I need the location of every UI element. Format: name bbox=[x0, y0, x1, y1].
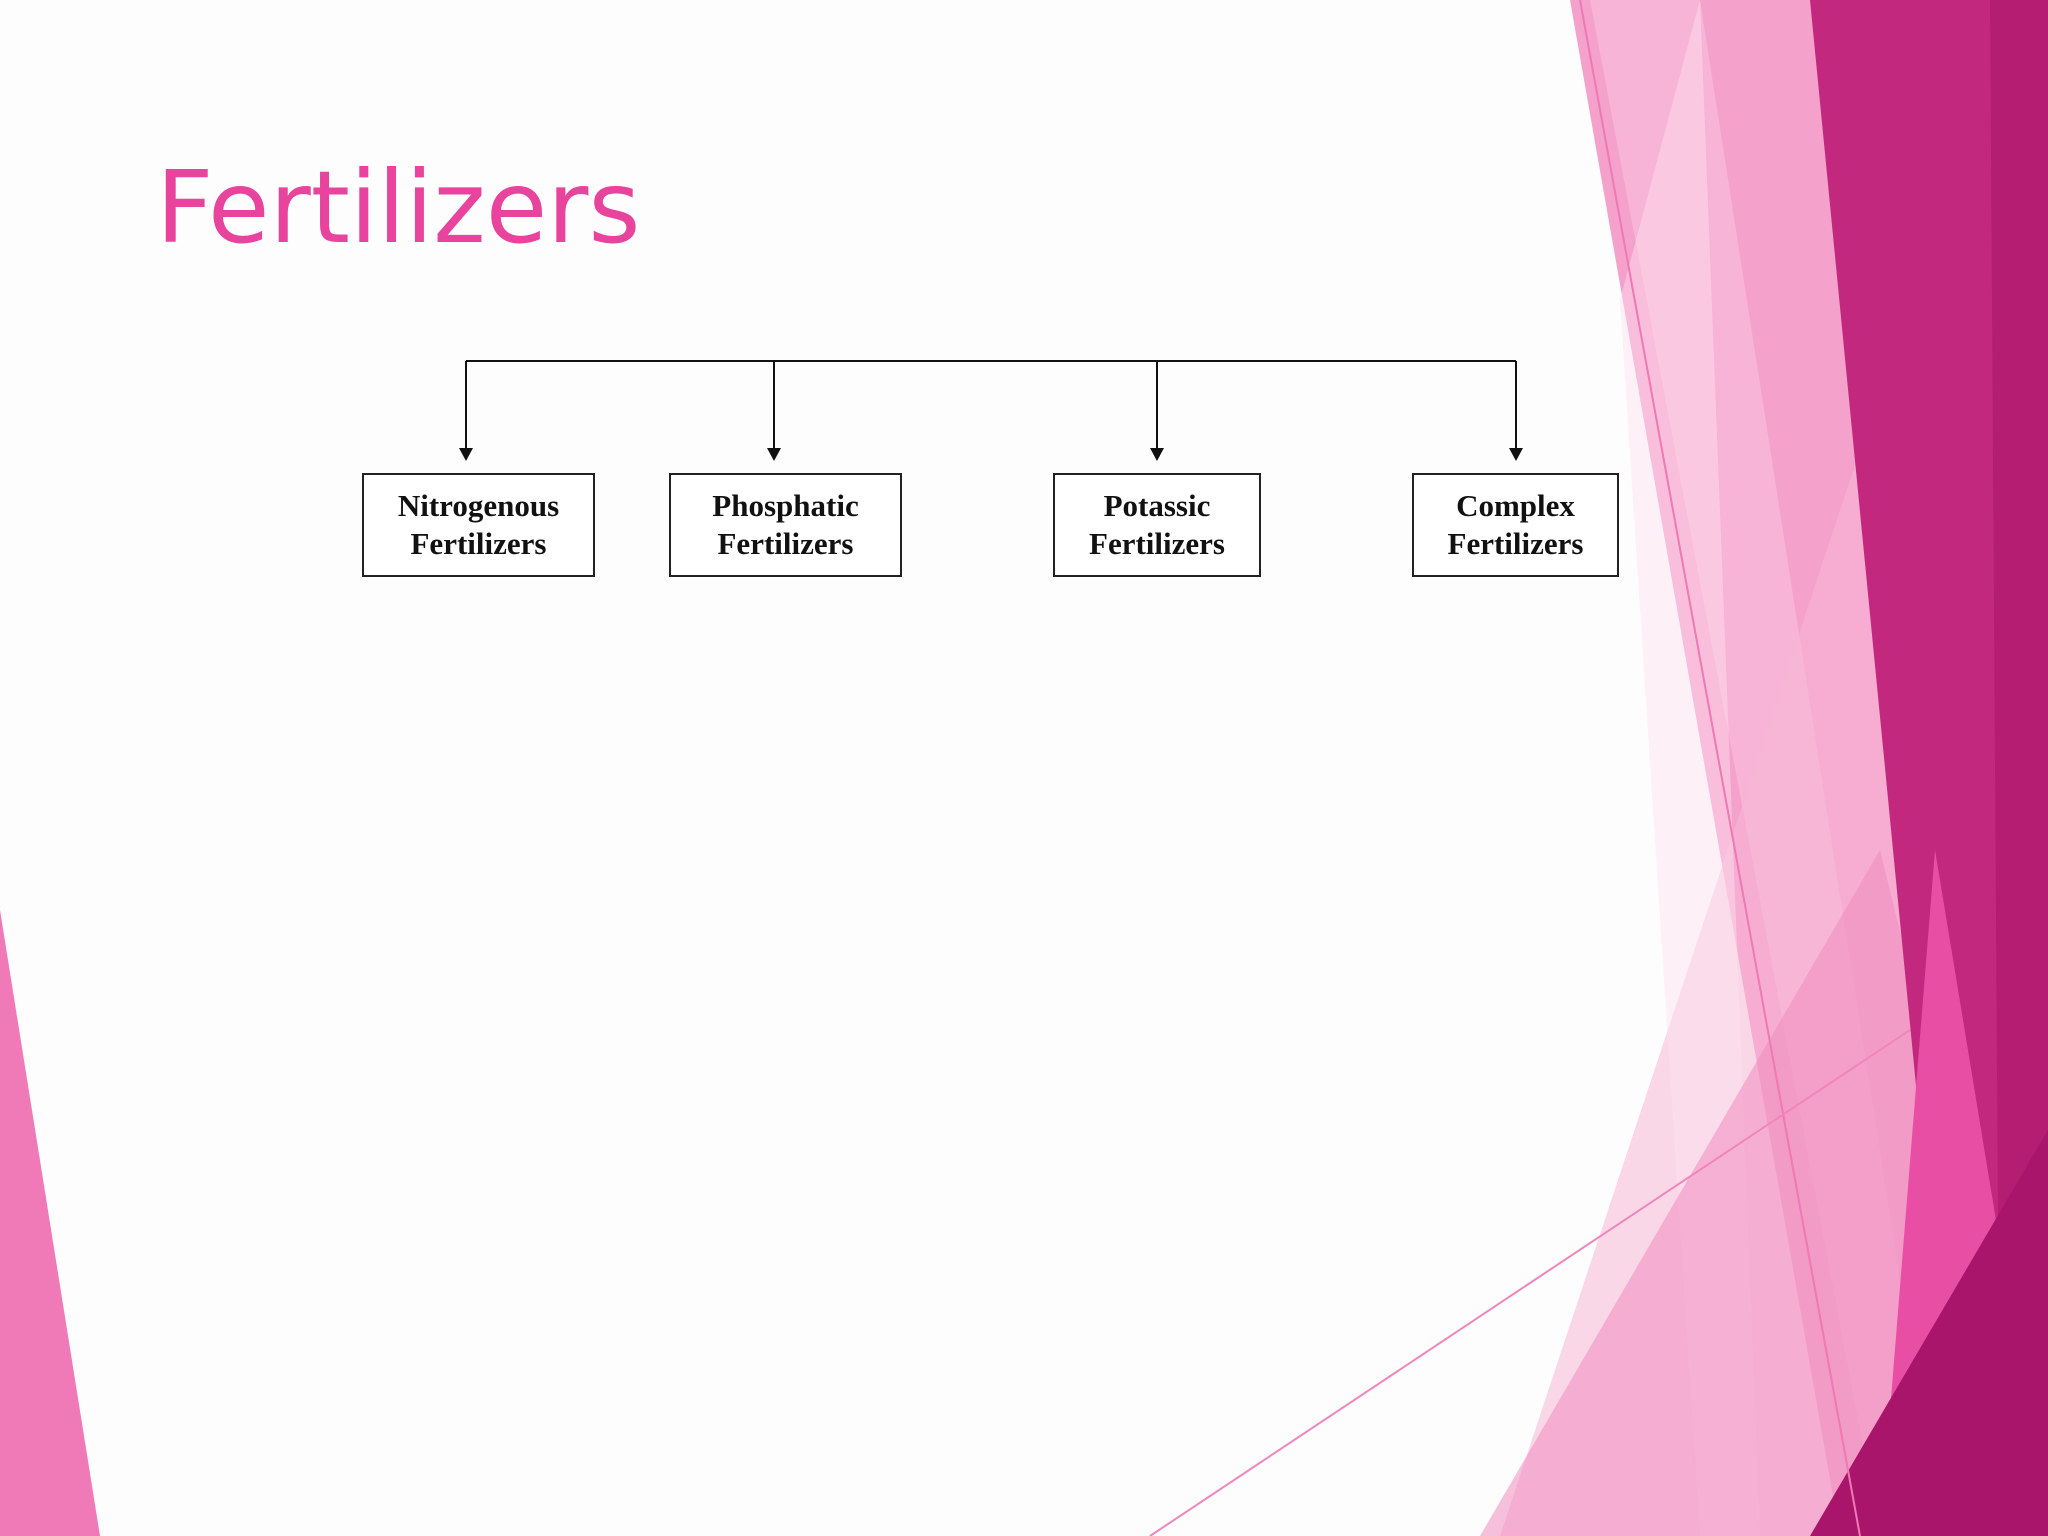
node-label-line1: Complex bbox=[1448, 487, 1584, 525]
node-potassic: Potassic Fertilizers bbox=[1053, 473, 1261, 577]
node-label-line2: Fertilizers bbox=[1448, 525, 1584, 563]
node-label-line1: Potassic bbox=[1089, 487, 1225, 525]
node-phosphatic: Phosphatic Fertilizers bbox=[669, 473, 902, 577]
node-label-line2: Fertilizers bbox=[712, 525, 858, 563]
diagram-connectors bbox=[466, 361, 1516, 452]
decor-shape-left bbox=[0, 910, 100, 1536]
node-complex: Complex Fertilizers bbox=[1412, 473, 1619, 577]
arrowhead-1 bbox=[459, 448, 473, 461]
diagram-arrowheads bbox=[459, 448, 1523, 461]
arrowhead-3 bbox=[1150, 448, 1164, 461]
arrowhead-2 bbox=[767, 448, 781, 461]
page-title: Fertilizers bbox=[156, 148, 640, 268]
node-label-line1: Nitrogenous bbox=[398, 487, 559, 525]
node-label-line2: Fertilizers bbox=[398, 525, 559, 563]
node-nitrogenous: Nitrogenous Fertilizers bbox=[362, 473, 595, 577]
arrowhead-4 bbox=[1509, 448, 1523, 461]
node-label-line2: Fertilizers bbox=[1089, 525, 1225, 563]
node-label-line1: Phosphatic bbox=[712, 487, 858, 525]
